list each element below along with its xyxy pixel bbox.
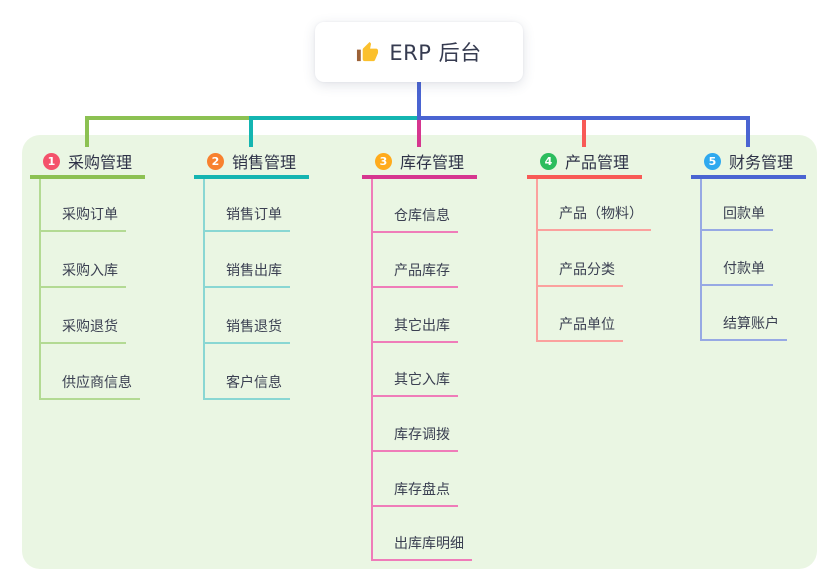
branch-trunk-line	[371, 179, 373, 561]
child-label: 产品库存	[394, 263, 450, 279]
child-label: 其它出库	[394, 318, 450, 334]
child-label: 其它入库	[394, 372, 450, 388]
child-label: 销售出库	[226, 263, 282, 279]
child-label: 出库库明细	[394, 536, 464, 552]
branch-panel	[22, 135, 817, 569]
child-label: 供应商信息	[62, 375, 132, 391]
connector-line	[417, 82, 421, 120]
branch-trunk-line	[203, 179, 205, 400]
child-node[interactable]: 库存盘点	[371, 480, 458, 507]
child-label: 库存调拨	[394, 427, 450, 443]
child-node[interactable]: 产品库存	[371, 261, 458, 288]
child-label: 产品单位	[559, 317, 615, 333]
branch-trunk-line	[536, 179, 538, 342]
child-label: 采购订单	[62, 207, 118, 223]
connector-line	[746, 116, 750, 147]
connector-line	[249, 116, 421, 120]
branch-header-4[interactable]: 4 产品管理	[527, 147, 642, 179]
child-node[interactable]: 仓库信息	[371, 206, 458, 233]
child-node[interactable]: 销售订单	[203, 205, 290, 232]
root-label: ERP 后台	[389, 41, 482, 65]
connector-line	[249, 116, 253, 147]
child-node[interactable]: 客户信息	[203, 373, 290, 400]
branch-number-badge: 5	[704, 152, 721, 170]
child-label: 结算账户	[723, 316, 779, 332]
child-label: 仓库信息	[394, 208, 450, 224]
branch-number-badge: 4	[540, 152, 557, 170]
child-node[interactable]: 销售出库	[203, 261, 290, 288]
child-label: 产品（物料）	[559, 206, 643, 222]
connector-line	[85, 116, 89, 147]
child-node[interactable]: 产品单位	[536, 315, 623, 342]
child-label: 销售退货	[226, 319, 282, 335]
branch-label: 财务管理	[729, 153, 794, 172]
branch-label: 库存管理	[400, 153, 465, 172]
connector-line	[582, 116, 586, 147]
child-node[interactable]: 供应商信息	[39, 373, 140, 400]
child-node[interactable]: 采购退货	[39, 317, 126, 344]
child-node[interactable]: 回款单	[700, 204, 773, 231]
branch-label: 产品管理	[565, 153, 630, 172]
child-label: 库存盘点	[394, 482, 450, 498]
branch-number-badge: 3	[375, 152, 392, 170]
child-node[interactable]: 付款单	[700, 259, 773, 286]
child-label: 产品分类	[559, 262, 615, 278]
child-label: 付款单	[723, 261, 765, 277]
branch-header-1[interactable]: 1 采购管理	[30, 147, 145, 179]
child-node[interactable]: 库存调拨	[371, 425, 458, 452]
connector-line	[417, 116, 750, 120]
child-node[interactable]: 采购订单	[39, 205, 126, 232]
branch-header-2[interactable]: 2 销售管理	[194, 147, 309, 179]
branch-header-3[interactable]: 3 库存管理	[362, 147, 477, 179]
thumbs-up-icon	[356, 41, 379, 64]
branch-number-badge: 1	[43, 152, 60, 170]
child-node[interactable]: 结算账户	[700, 314, 787, 341]
child-node[interactable]: 其它入库	[371, 370, 458, 397]
child-node[interactable]: 采购入库	[39, 261, 126, 288]
branch-label: 采购管理	[68, 153, 133, 172]
child-label: 采购入库	[62, 263, 118, 279]
child-node[interactable]: 产品分类	[536, 260, 623, 287]
branch-number-badge: 2	[207, 152, 224, 170]
branch-header-5[interactable]: 5 财务管理	[691, 147, 806, 179]
connector-line	[417, 120, 421, 147]
root-node[interactable]: ERP 后台	[315, 22, 523, 82]
branch-trunk-line	[39, 179, 41, 400]
child-label: 客户信息	[226, 375, 282, 391]
child-node[interactable]: 其它出库	[371, 316, 458, 343]
child-label: 回款单	[723, 206, 765, 222]
child-label: 销售订单	[226, 207, 282, 223]
child-node[interactable]: 出库库明细	[371, 534, 472, 561]
branch-label: 销售管理	[232, 153, 297, 172]
child-label: 采购退货	[62, 319, 118, 335]
child-node[interactable]: 销售退货	[203, 317, 290, 344]
child-node[interactable]: 产品（物料）	[536, 204, 651, 231]
branch-trunk-line	[700, 179, 702, 341]
